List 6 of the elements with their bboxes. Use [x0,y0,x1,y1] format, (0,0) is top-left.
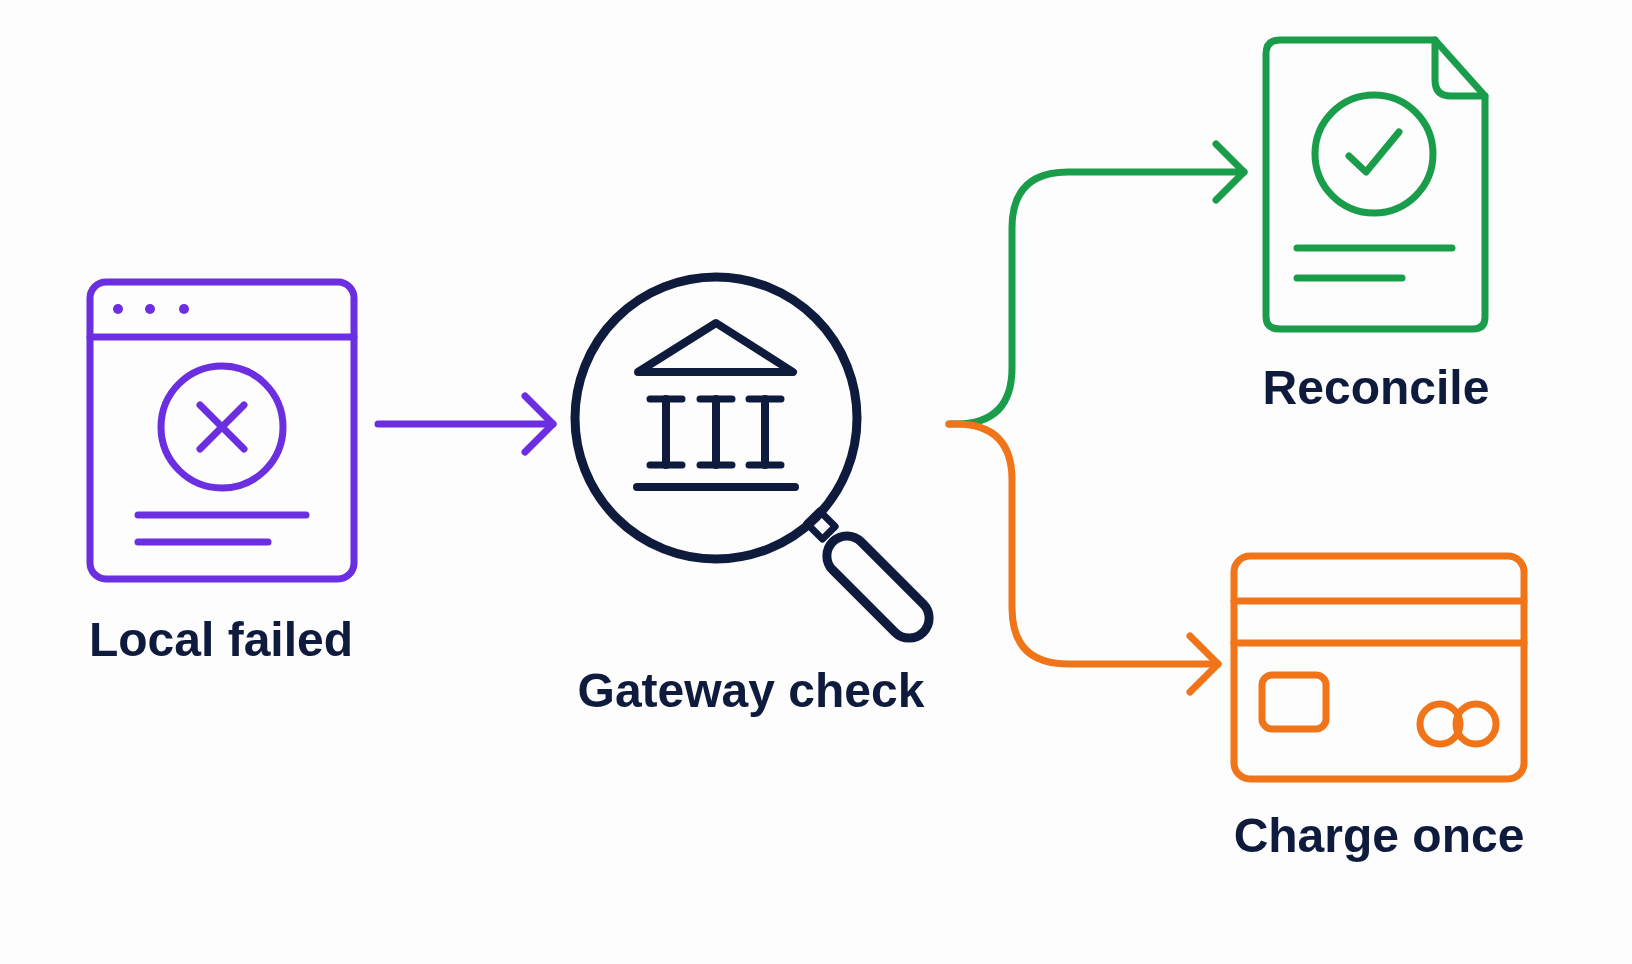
node-label: Charge once [1233,809,1525,863]
node-label: Reconcile [1262,361,1490,415]
arrow [945,420,1222,696]
node-label: Gateway check [577,664,925,718]
arrow [374,392,557,456]
node-label: Local failed [88,613,354,667]
